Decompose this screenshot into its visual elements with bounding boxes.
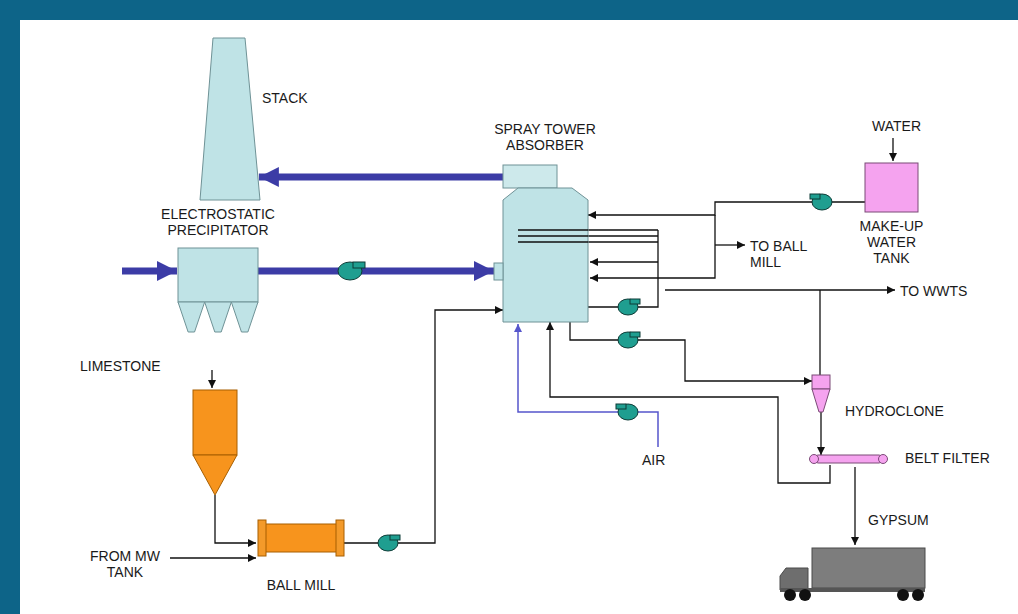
equipment-label: MAKE-UP WATER TANK	[855, 218, 929, 266]
pump	[618, 332, 640, 348]
limestone-feed	[211, 370, 212, 388]
truck-wheel	[897, 589, 909, 601]
slurry-pipe	[820, 412, 821, 455]
fan	[338, 262, 365, 280]
truck-wheel	[912, 589, 924, 601]
to-wwts-line	[665, 289, 895, 290]
belt-roller	[879, 455, 888, 464]
hydroclone-cone	[812, 389, 830, 412]
spray-header-lines	[588, 230, 658, 307]
water-feed	[892, 138, 893, 161]
flow-label: WATER	[872, 118, 921, 134]
equipment-label: BELT FILTER	[905, 450, 990, 466]
truck-wheel	[784, 589, 796, 601]
flow-label: TO BALL MILL	[750, 238, 816, 270]
pump	[618, 299, 640, 315]
absorber-inlet	[494, 263, 503, 280]
air-line	[518, 324, 658, 447]
mill-flange	[336, 520, 344, 556]
overflow-line	[819, 290, 820, 375]
shape-outline	[865, 163, 918, 212]
precipitator-hopper	[178, 302, 205, 332]
spray-header	[518, 230, 588, 242]
mill-flange	[258, 520, 266, 556]
equipment-label: ELECTROSTATIC PRECIPITATOR	[151, 206, 286, 238]
pump-outlet	[616, 404, 626, 409]
hydroclone: HYDROCLONE	[812, 375, 830, 412]
flow-label: AIR	[642, 452, 665, 468]
equipment-label: STACK	[262, 90, 308, 106]
slurry-pipe	[570, 322, 812, 381]
mill-drum	[264, 524, 338, 552]
shape-outline	[258, 520, 344, 556]
slurry-pipe	[550, 322, 830, 483]
flue-gas-inlet	[122, 268, 177, 275]
stack-outline	[200, 38, 260, 200]
shape-outline	[200, 38, 260, 200]
flow-label: FROM MW TANK	[85, 548, 165, 580]
water-tank: MAKE-UP WATER TANK	[865, 163, 918, 212]
limestone-silo	[193, 390, 237, 455]
pump-outlet	[630, 299, 640, 304]
to-ball-mill-line	[715, 244, 745, 245]
belt-filter: BELT FILTER	[810, 453, 887, 465]
flue-gas-duct	[259, 174, 503, 181]
silo-cone	[193, 455, 237, 495]
pump-outlet	[630, 332, 640, 337]
ball-mill: BALL MILL	[258, 520, 344, 556]
precipitator-hopper	[231, 302, 258, 332]
pump-outlet	[810, 194, 820, 199]
flue-gas-duct	[258, 268, 494, 275]
silo-feed	[215, 495, 256, 543]
belt-outline	[814, 455, 883, 463]
precipitator-hopper	[205, 302, 232, 332]
slurry-pipe	[344, 310, 503, 543]
equipment-label: HYDROCLONE	[845, 403, 944, 419]
mw-feed	[170, 557, 256, 558]
equipment-label: BALL MILL	[251, 577, 351, 593]
air-blower	[616, 404, 638, 420]
flow-label: TO WWTS	[900, 283, 967, 299]
shape-outline	[810, 453, 887, 465]
equipment-label: SPRAY TOWER ABSORBER	[488, 121, 603, 153]
flow-label: LIMESTONE	[80, 358, 161, 374]
belt-roller	[810, 455, 819, 464]
gypsum-drop	[854, 467, 855, 545]
truck-cab	[780, 568, 808, 590]
shape-outline	[812, 375, 830, 412]
pump	[378, 535, 400, 551]
fan-outlet	[353, 262, 365, 268]
stack-chimney: STACK	[200, 38, 260, 200]
pump-outlet	[390, 535, 400, 540]
flow-label: GYPSUM	[868, 512, 929, 528]
tank-outline	[865, 163, 918, 212]
absorber-outline	[503, 188, 588, 322]
truck-body	[812, 548, 925, 588]
absorber-tower: SPRAY TOWER ABSORBER	[494, 165, 588, 322]
truck-wheel	[799, 589, 811, 601]
shape-outline	[494, 165, 588, 322]
make-up-branch	[590, 215, 715, 278]
recycle-feed	[590, 261, 658, 262]
pump	[810, 194, 832, 210]
hydroclone-outline	[812, 375, 830, 389]
shape-outline	[178, 248, 258, 332]
absorber-outlet	[503, 165, 557, 188]
precipitator-outline	[178, 248, 258, 302]
precipitator: ELECTROSTATIC PRECIPITATOR	[178, 248, 258, 332]
